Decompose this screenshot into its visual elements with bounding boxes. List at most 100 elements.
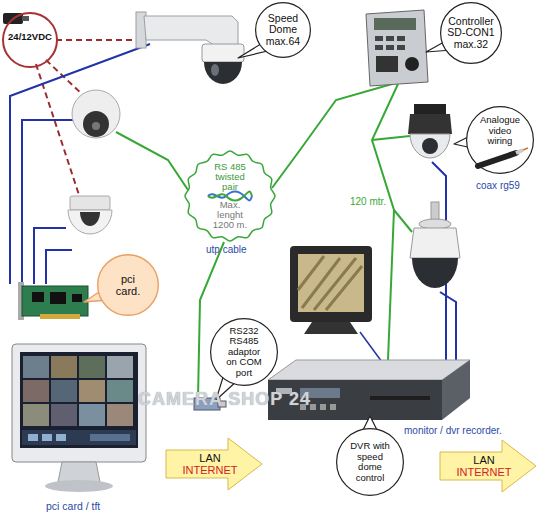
node-text: DVR with speed dome control bbox=[345, 441, 395, 483]
node-texts: DVR with speed dome control bbox=[336, 428, 404, 496]
dome-camera bbox=[68, 210, 112, 234]
coax-dielectric bbox=[516, 150, 523, 153]
crt-monitor bbox=[290, 246, 372, 322]
control-button bbox=[42, 434, 52, 441]
controller-key bbox=[386, 45, 394, 50]
controller-key bbox=[397, 36, 405, 41]
node-text: 24/12VDC bbox=[8, 31, 52, 43]
screen-image bbox=[298, 256, 362, 310]
control-slider bbox=[90, 434, 130, 441]
controller-joystick bbox=[405, 57, 419, 71]
camera-thumbnail bbox=[79, 404, 105, 426]
node-texts: Analogue video wiring bbox=[466, 106, 534, 174]
camera-thumbnail bbox=[23, 356, 49, 378]
dvr-side bbox=[442, 360, 470, 420]
monitor-stand bbox=[58, 462, 100, 482]
dvr-button bbox=[330, 404, 336, 410]
controller-key bbox=[375, 45, 383, 50]
distance-label: 120 mtr. bbox=[350, 196, 386, 207]
crt-screen bbox=[298, 254, 364, 312]
bubble-outline bbox=[211, 319, 278, 386]
dvr-slot bbox=[370, 396, 430, 400]
video-wire bbox=[34, 228, 66, 284]
bubble-outline bbox=[337, 429, 404, 496]
rs485-wire bbox=[372, 136, 410, 140]
dome-mount bbox=[70, 196, 110, 210]
bubble-outline bbox=[467, 107, 534, 174]
bubble-outline bbox=[256, 3, 311, 58]
card-chip bbox=[72, 294, 82, 302]
node-texts: RS232 RS485 adaptor on COM port bbox=[210, 318, 278, 386]
node-texts: RS 485 twisted pairMax. lenght 1200 m. bbox=[184, 150, 276, 242]
device-label: pci card / tft bbox=[46, 500, 100, 512]
node-texts: Controller SD-CON1 max.32 bbox=[438, 2, 504, 64]
camera-thumbnail bbox=[51, 380, 77, 402]
arrow-outline bbox=[440, 440, 536, 492]
callout-bubble: DVR with speed dome control bbox=[336, 428, 404, 496]
control-bar bbox=[22, 430, 136, 445]
dome-mount bbox=[414, 104, 446, 114]
node-texts: LANINTERNET bbox=[166, 438, 262, 490]
camera-thumbnail bbox=[107, 356, 133, 378]
arrow-outline bbox=[166, 438, 262, 490]
callout-bubble: Analogue video wiring bbox=[466, 106, 534, 174]
dome-glass bbox=[83, 111, 109, 137]
watermark: CAMERA SHOP 24 bbox=[138, 389, 311, 410]
bubble-outline bbox=[98, 255, 159, 316]
video-wire bbox=[440, 292, 456, 360]
node-text: LAN bbox=[199, 452, 220, 465]
lan-arrow: LANINTERNET bbox=[440, 440, 536, 492]
camera-thumbnail bbox=[23, 404, 49, 426]
camera-thumbnail bbox=[51, 404, 77, 426]
callout-bubble: RS232 RS485 adaptor on COM port bbox=[210, 318, 278, 386]
dome-glass bbox=[204, 62, 242, 84]
power-plug bbox=[22, 16, 29, 21]
monitor-wire bbox=[360, 332, 382, 362]
dome-housing bbox=[410, 228, 460, 258]
node-texts: Speed Dome max.64 bbox=[254, 2, 312, 58]
crt-base bbox=[304, 322, 358, 334]
camera-thumbnail bbox=[79, 380, 105, 402]
dome-camera bbox=[72, 90, 120, 138]
burst-outline bbox=[185, 151, 275, 241]
video-wire bbox=[22, 120, 74, 284]
controller-key bbox=[386, 36, 394, 41]
control-button bbox=[56, 434, 66, 441]
node-texts: 24/12VDC bbox=[2, 12, 58, 68]
video-wire bbox=[46, 250, 72, 284]
bubble-outline bbox=[441, 3, 502, 64]
device-label: monitor / dvr recorder. bbox=[404, 425, 502, 436]
bubble-outline bbox=[3, 13, 57, 67]
controller-keypad bbox=[376, 56, 398, 72]
dome-housing bbox=[202, 44, 244, 62]
controller-body bbox=[366, 10, 428, 86]
callout-bubble: Speed Dome max.64 bbox=[254, 2, 312, 58]
dome-lens bbox=[92, 122, 100, 130]
callout-bubble: Controller SD-CON1 max.32 bbox=[438, 2, 504, 64]
rs485-wire bbox=[116, 132, 188, 190]
node-texts: pci card. bbox=[96, 254, 160, 316]
camera-thumbnail bbox=[79, 356, 105, 378]
card-connector bbox=[40, 314, 80, 319]
controller-key bbox=[397, 45, 405, 50]
monitor-foot bbox=[45, 480, 113, 492]
rs485-wire bbox=[372, 84, 398, 360]
card-chip bbox=[50, 292, 66, 304]
coax-cable bbox=[478, 153, 516, 166]
node-text: RS232 RS485 adaptor on COM port bbox=[222, 326, 266, 379]
pci-card bbox=[22, 286, 88, 316]
callout-bubble: pci card. bbox=[96, 254, 160, 316]
tft-monitor bbox=[12, 344, 146, 462]
dvr-button bbox=[320, 404, 326, 410]
camera-thumbnail bbox=[23, 380, 49, 402]
dome-glass bbox=[412, 258, 458, 288]
node-text: Max. lenght 1200 m. bbox=[206, 200, 254, 230]
bubble-picture bbox=[478, 148, 528, 166]
dome-highlight bbox=[211, 64, 219, 76]
cable-label: coax rg59 bbox=[476, 180, 520, 191]
dome-glass bbox=[422, 138, 438, 154]
camera-thumbnail bbox=[107, 380, 133, 402]
